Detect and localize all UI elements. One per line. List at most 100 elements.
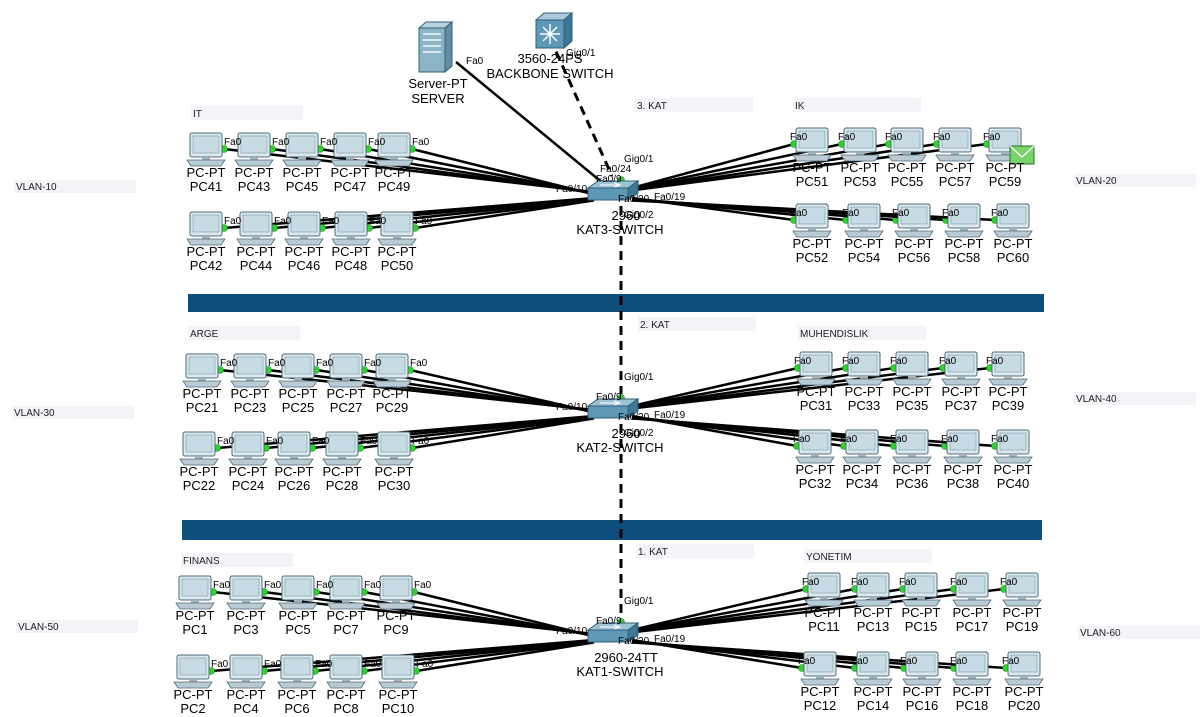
pc-type-label: PC-PT — [279, 608, 318, 623]
pc-icon-pc49[interactable] — [374, 132, 414, 167]
pc-icon-pc9[interactable] — [376, 575, 416, 610]
pc-name-label: PC18 — [956, 698, 989, 713]
pc-icon-pc27[interactable] — [326, 353, 366, 388]
pc-icon-pc7[interactable] — [326, 575, 366, 610]
switch-port-label: Gig0/2 — [624, 428, 654, 439]
pc-icon-pc47[interactable] — [330, 132, 370, 167]
group-label-left: FINANS — [183, 556, 220, 567]
pc-icon-pc6[interactable] — [277, 654, 317, 689]
pc-port-label: Fa0 — [983, 132, 1001, 143]
pc-icon-pc38[interactable] — [943, 429, 983, 464]
pc-icon-pc19[interactable] — [1002, 572, 1042, 607]
switch-port-label: Fa0/10 — [556, 402, 588, 413]
pc-port-label: Fa0 — [217, 436, 235, 447]
pc-icon-pc55[interactable] — [887, 127, 927, 162]
pc-icon-pc52[interactable] — [792, 203, 832, 238]
switch-port-label: Fa0/24 — [600, 164, 632, 175]
pc-type-label: PC-PT — [854, 684, 893, 699]
pc-icon-pc21[interactable] — [182, 353, 222, 388]
pc-icon-pc51[interactable] — [792, 127, 832, 162]
floor-label-bg — [638, 317, 756, 331]
pc-port-label: Fa0 — [224, 137, 242, 148]
pc-icon-pc8[interactable] — [326, 654, 366, 689]
switch-port-label: Fa0/10 — [556, 626, 588, 637]
pc-name-label: PC6 — [284, 701, 309, 716]
pc-icon-pc26[interactable] — [274, 431, 314, 466]
pc-icon-pc5[interactable] — [278, 575, 318, 610]
pc-icon-pc48[interactable] — [331, 211, 371, 246]
floor-switch-2[interactable] — [586, 398, 640, 419]
message-envelope-icon[interactable] — [1009, 145, 1035, 165]
pc-icon-pc43[interactable] — [234, 132, 274, 167]
pc-icon-pc24[interactable] — [228, 431, 268, 466]
pc-icon-pc57[interactable] — [935, 127, 975, 162]
pc-icon-pc44[interactable] — [236, 211, 276, 246]
floor-switch-1[interactable] — [586, 622, 640, 643]
pc-port-label: Fa0 — [885, 132, 903, 143]
pc-port-label: Fa0 — [794, 356, 812, 367]
pc-icon-pc36[interactable] — [892, 429, 932, 464]
pc-name-label: PC11 — [808, 619, 840, 634]
pc-icon-pc23[interactable] — [230, 353, 270, 388]
pc-icon-pc29[interactable] — [372, 353, 412, 388]
pc-icon-pc46[interactable] — [284, 211, 324, 246]
pc-icon-pc22[interactable] — [179, 431, 219, 466]
pc-icon-pc25[interactable] — [278, 353, 318, 388]
backbone-switch-icon[interactable] — [534, 11, 574, 50]
pc-port-label: Fa0 — [220, 358, 238, 369]
pc-name-label: PC35 — [896, 398, 929, 413]
pc-icon-pc53[interactable] — [840, 127, 880, 162]
pc-icon-pc15[interactable] — [901, 572, 941, 607]
pc-icon-pc50[interactable] — [377, 211, 417, 246]
server-type-label: Server-PT — [408, 76, 467, 91]
pc-icon-pc34[interactable] — [842, 429, 882, 464]
pc-icon-pc3[interactable] — [226, 575, 266, 610]
pc-type-label: PC-PT — [183, 386, 222, 401]
group-label-bg — [793, 98, 921, 112]
pc-port-label: Fa0 — [838, 132, 856, 143]
pc-icon-pc16[interactable] — [902, 651, 942, 686]
pc-name-label: PC52 — [796, 250, 829, 265]
pc-icon-pc4[interactable] — [226, 654, 266, 689]
floor-switch-3[interactable] — [586, 180, 640, 201]
pc-icon-pc20[interactable] — [1004, 651, 1044, 686]
pc-icon-pc10[interactable] — [378, 654, 418, 689]
pc-icon-pc11[interactable] — [804, 572, 844, 607]
pc-icon-pc40[interactable] — [993, 429, 1033, 464]
pc-type-label: PC-PT — [953, 605, 992, 620]
pc-icon-pc17[interactable] — [952, 572, 992, 607]
switch-port-label: Fa0/9 — [596, 616, 622, 627]
pc-port-label: Fa0 — [933, 132, 951, 143]
pc-icon-pc12[interactable] — [800, 651, 840, 686]
pc-icon-pc13[interactable] — [853, 572, 893, 607]
pc-icon-pc41[interactable] — [186, 132, 226, 167]
pc-icon-pc54[interactable] — [844, 203, 884, 238]
pc-icon-pc56[interactable] — [894, 203, 934, 238]
pc-port-label: Fa0 — [274, 216, 292, 227]
server-icon[interactable] — [417, 20, 454, 74]
pc-icon-pc39[interactable] — [988, 351, 1028, 386]
pc-icon-pc14[interactable] — [853, 651, 893, 686]
pc-icon-pc31[interactable] — [796, 351, 836, 386]
pc-link-pc29 — [409, 368, 595, 414]
pc-type-label: PC-PT — [805, 605, 844, 620]
pc-name-label: PC42 — [190, 258, 223, 273]
pc-name-label: PC33 — [848, 398, 881, 413]
pc-icon-pc2[interactable] — [173, 654, 213, 689]
pc-name-label: PC15 — [905, 619, 938, 634]
pc-icon-pc58[interactable] — [944, 203, 984, 238]
pc-port-label: Fa0 — [369, 216, 387, 227]
pc-icon-pc32[interactable] — [795, 429, 835, 464]
pc-icon-pc33[interactable] — [844, 351, 884, 386]
pc-icon-pc18[interactable] — [952, 651, 992, 686]
pc-icon-pc37[interactable] — [941, 351, 981, 386]
pc-icon-pc28[interactable] — [322, 431, 362, 466]
pc-icon-pc1[interactable] — [175, 575, 215, 610]
pc-icon-pc30[interactable] — [374, 431, 414, 466]
pc-icon-pc45[interactable] — [282, 132, 322, 167]
pc-icon-pc42[interactable] — [186, 211, 226, 246]
pc-port-label: Fa0 — [851, 656, 869, 667]
pc-icon-pc60[interactable] — [993, 203, 1033, 238]
pc-icon-pc35[interactable] — [892, 351, 932, 386]
